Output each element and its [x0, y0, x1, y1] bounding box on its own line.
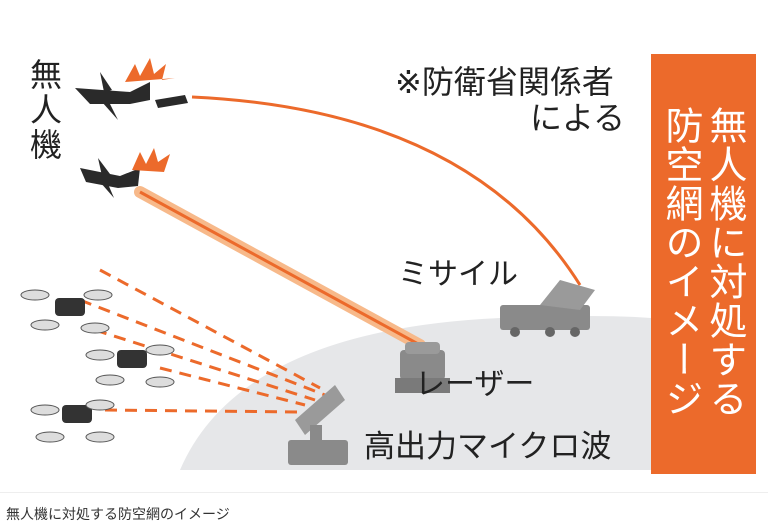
laser-label: レーザー — [415, 367, 535, 402]
drone-plane-icon — [75, 72, 188, 198]
drones-label: 無人機 — [30, 56, 63, 165]
divider — [0, 492, 768, 493]
illustration-graphic — [20, 58, 651, 470]
air-defense-illustration: 無人機 ※防衛省関係者 による ミサイル レーザー 高出力マイクロ波 無人機に対… — [20, 54, 756, 474]
explosion-icon — [125, 58, 175, 172]
laser-turret-icon — [395, 342, 450, 393]
missile-label: ミサイル — [398, 257, 518, 292]
title-box: 無人機に対処する 防空網のイメージ — [651, 54, 756, 474]
source-note-line2: による — [530, 99, 626, 137]
missile-launcher-icon — [500, 280, 595, 337]
title-line1: 無人機に対処する — [703, 106, 747, 418]
microwave-label: 高出力マイクロ波 — [364, 429, 612, 465]
quadcopter-icon — [20, 289, 175, 443]
source-note-line1: ※防衛省関係者 — [395, 63, 614, 101]
microwave-beams — [79, 268, 326, 414]
missile-trajectory — [191, 95, 582, 286]
image-caption: 無人機に対処する防空網のイメージ — [6, 507, 230, 523]
title-line2: 防空網のイメージ — [659, 106, 703, 418]
microwave-antenna-icon — [288, 385, 348, 465]
